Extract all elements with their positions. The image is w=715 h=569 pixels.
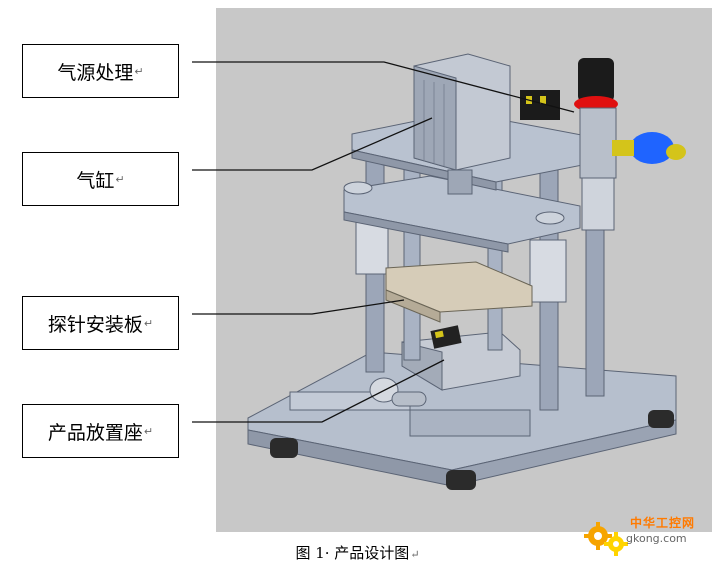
air-cylinder: [413, 53, 511, 195]
probe-mount-plate: [385, 261, 533, 323]
gear-icon: [584, 522, 628, 556]
air-source-treatment: [520, 58, 686, 231]
label-probe-mount-plate: 探针安装板↵: [22, 296, 179, 350]
paragraph-mark: ↵: [143, 424, 154, 438]
paragraph-mark: ↵: [143, 316, 154, 330]
label-air-source-treatment: 气源处理↵: [22, 44, 179, 98]
base-plate: [247, 351, 677, 490]
paragraph-mark: ↵: [410, 548, 420, 561]
watermark-url: gkong.com: [626, 532, 687, 545]
label-air-cylinder: 气缸↵: [22, 152, 179, 206]
label-text: 探针安装板: [47, 313, 143, 336]
middle-plate: [343, 175, 581, 253]
label-text: 产品放置座: [47, 421, 143, 444]
label-text: 气源处理: [57, 61, 134, 84]
figure-caption: 图 1· 产品设计图↵: [0, 542, 715, 563]
gkong-watermark: 中华工控网 gkong.com: [582, 510, 710, 558]
paragraph-mark: ↵: [134, 64, 144, 78]
paragraph-mark: ↵: [115, 172, 125, 186]
label-text: 气缸: [76, 169, 115, 192]
label-product-holder: 产品放置座↵: [22, 404, 179, 458]
caption-text: 图 1· 产品设计图: [295, 544, 410, 562]
leader-lines: [192, 61, 575, 423]
watermark-brand: 中华工控网: [630, 516, 696, 530]
